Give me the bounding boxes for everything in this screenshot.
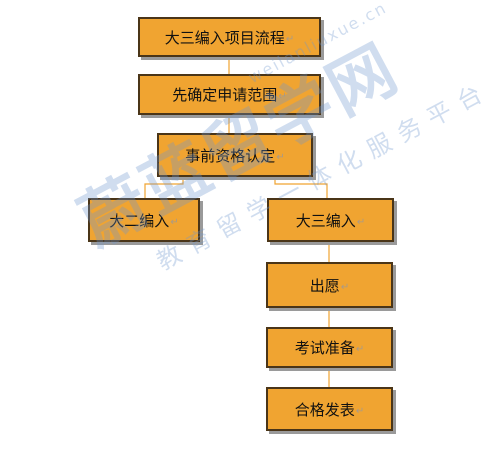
node-title-label: 大三编入项目流程 <box>164 28 285 47</box>
paragraph-mark-icon: ↵ <box>340 281 350 293</box>
node-exam-prep: 考试准备↵ <box>266 327 393 368</box>
node-eligibility-label: 事前资格认定 <box>185 146 276 165</box>
paragraph-mark-icon: ↵ <box>170 216 179 228</box>
paragraph-mark-icon: ↵ <box>355 344 365 355</box>
node-application-label: 出愿 <box>309 276 340 295</box>
node-third-year: 大三编入↵ <box>267 198 394 242</box>
node-scope: 先确定申请范围↵ <box>138 74 321 115</box>
connector-eligibility-to-second-year <box>144 176 184 198</box>
paragraph-mark-icon: ↵ <box>355 405 365 417</box>
connector-eligibility-to-third-year <box>274 176 328 198</box>
node-result-label: 合格发表 <box>294 400 355 419</box>
node-third-year-label: 大三编入 <box>295 211 356 230</box>
node-scope-label: 先确定申请范围 <box>172 86 278 104</box>
node-second-year: 大二编入↵ <box>88 198 200 242</box>
node-second-year-label: 大二编入 <box>109 211 170 230</box>
paragraph-mark-icon: ↵ <box>276 151 285 163</box>
node-title: 大三编入项目流程↵ <box>138 17 321 57</box>
paragraph-mark-icon: ↵ <box>278 91 287 102</box>
node-result: 合格发表↵ <box>266 387 393 431</box>
paragraph-mark-icon: ↵ <box>285 33 295 45</box>
paragraph-mark-icon: ↵ <box>356 216 366 228</box>
node-exam-prep-label: 考试准备 <box>294 339 355 357</box>
node-eligibility: 事前资格认定↵ <box>157 133 313 177</box>
node-application: 出愿↵ <box>266 262 393 308</box>
